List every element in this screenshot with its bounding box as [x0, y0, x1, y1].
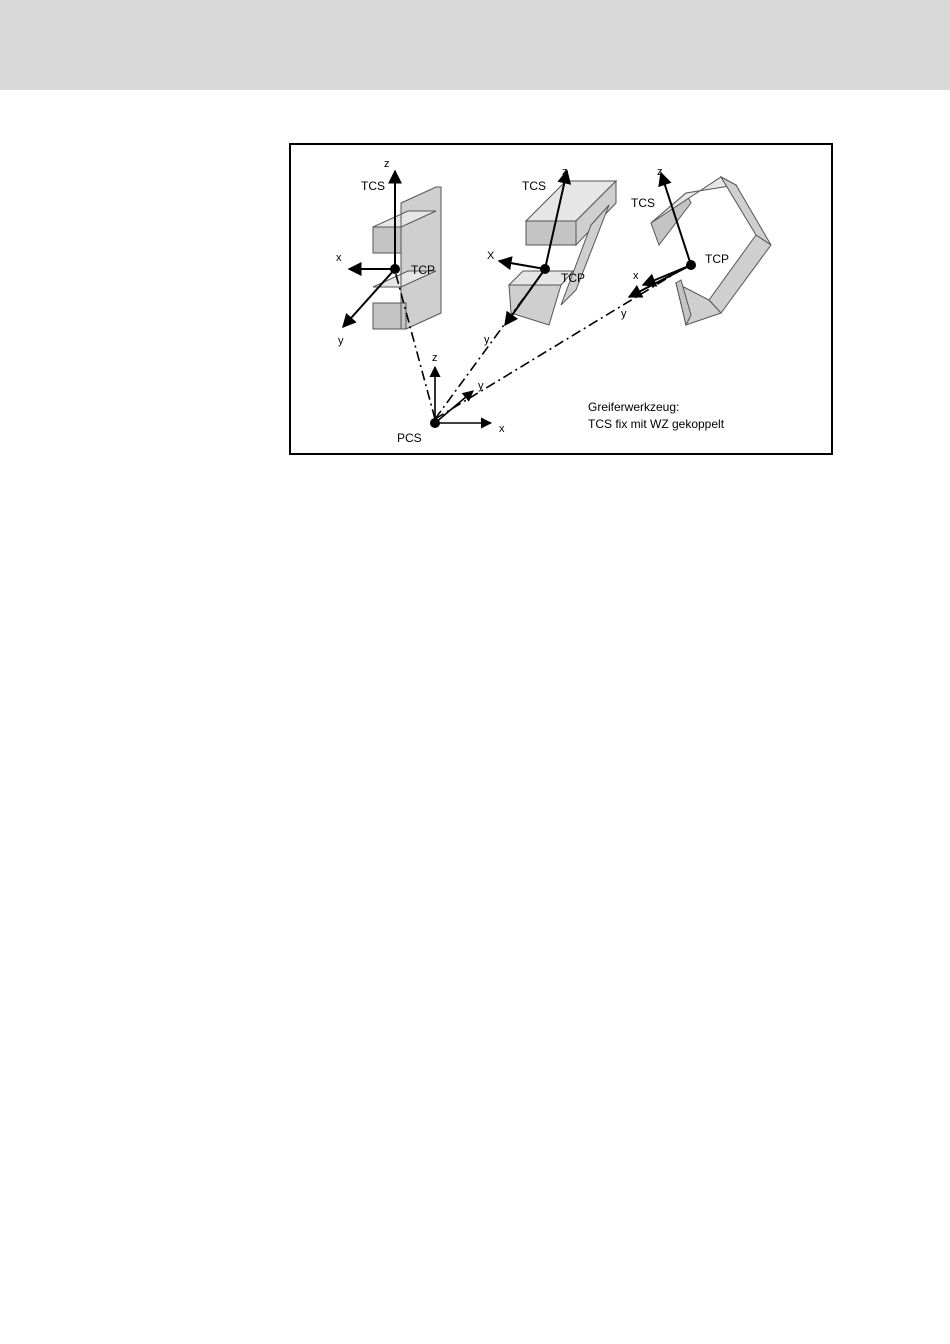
- tool1-tcp-label: TCP: [411, 263, 435, 277]
- tool2-tcp-label: TCP: [561, 271, 585, 285]
- pcs-y-label: y: [478, 380, 484, 392]
- tool1-z-label: z: [384, 158, 390, 170]
- tool2-z-label: z: [562, 166, 568, 178]
- pcs-z-label: z: [432, 352, 438, 364]
- tool2-y-label: y: [484, 334, 490, 346]
- tool3-y-label: y: [621, 308, 627, 320]
- pcs-label: PCS: [397, 431, 422, 445]
- tcp-point-2: [540, 264, 550, 274]
- tool3-tcs-label: TCS: [631, 196, 655, 210]
- tool3-x-label: x: [633, 270, 639, 282]
- tool1-x-label: x: [336, 252, 342, 264]
- gripper-tool-2: [509, 181, 616, 325]
- header-band: [0, 0, 950, 90]
- tcp-point-3: [686, 260, 696, 270]
- coordinate-system-figure: z TCS TCP x y z TCS TCP X y z TCS TCP x …: [289, 143, 833, 455]
- caption-line-2: TCS fix mit WZ gekoppelt: [588, 417, 725, 431]
- pcs-x-label: x: [499, 423, 505, 435]
- tool2-tcs-label: TCS: [522, 179, 546, 193]
- tool2-x-label: X: [487, 250, 495, 262]
- tool1-y-label: y: [338, 335, 344, 347]
- tool3-z-label: z: [657, 166, 663, 178]
- gripper-tool-1: [373, 187, 441, 329]
- tool1-tcs-label: TCS: [361, 179, 385, 193]
- tcp-point-1: [390, 264, 400, 274]
- figure-drawing: z TCS TCP x y z TCS TCP X y z TCS TCP x …: [291, 145, 831, 453]
- tool3-tcp-label: TCP: [705, 252, 729, 266]
- caption-line-1: Greiferwerkzeug:: [588, 400, 679, 414]
- pcs-origin-point: [430, 418, 440, 428]
